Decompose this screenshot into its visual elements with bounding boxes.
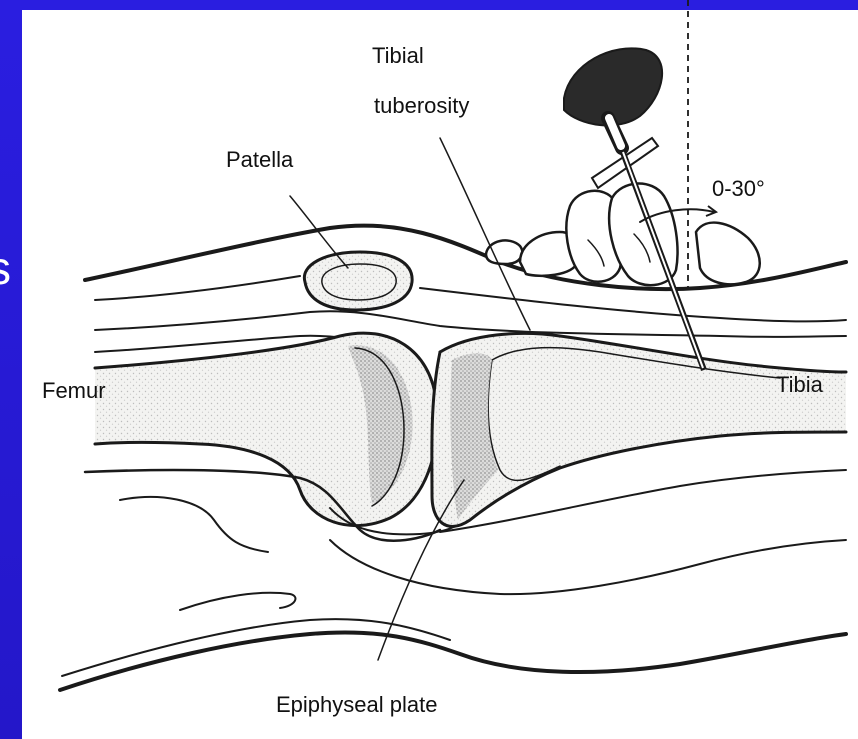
hamstring-line <box>120 497 268 552</box>
tibia-bone <box>432 333 846 526</box>
patella-shape <box>304 252 412 310</box>
label-femur: Femur <box>42 378 106 403</box>
tendon-line-1 <box>95 311 846 337</box>
popliteal-line <box>180 593 295 610</box>
leader-tibial-tuberosity <box>440 138 530 330</box>
label-tuberosity: tuberosity <box>374 93 469 118</box>
subcutaneous-line-1 <box>95 276 300 300</box>
label-patella: Patella <box>226 147 294 172</box>
label-epiphyseal-plate: Epiphyseal plate <box>276 692 437 717</box>
skin-bottom-inner <box>62 619 450 676</box>
label-tibia: Tibia <box>776 372 824 397</box>
skin-bottom-line <box>60 632 846 690</box>
label-angle: 0-30° <box>712 176 765 201</box>
label-tibial: Tibial <box>372 43 424 68</box>
subcutaneous-line-2 <box>420 288 846 321</box>
